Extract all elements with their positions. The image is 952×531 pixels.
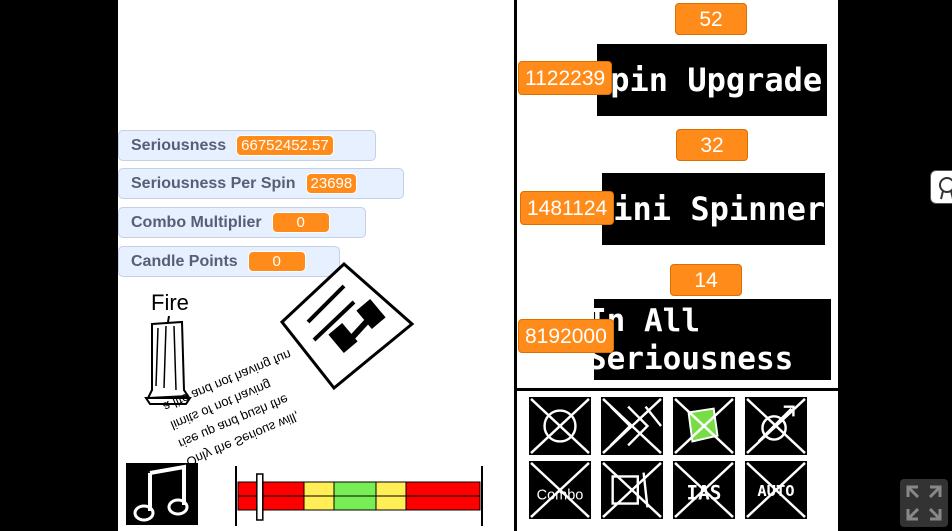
- upgrade-cost: 1122239: [518, 61, 613, 95]
- panel-divider: [516, 388, 838, 391]
- monitor-value: 23698: [305, 173, 358, 194]
- rocket-button[interactable]: [744, 396, 808, 456]
- rocket-icon: [746, 398, 806, 454]
- spin-upgrade-button[interactable]: Spin Upgrade: [597, 44, 827, 116]
- upgrade-count: 14: [670, 264, 742, 296]
- monitor-label: Combo Multiplier: [131, 213, 262, 231]
- portrait-icon: [602, 462, 662, 518]
- upgrade-cost: 8192000: [518, 319, 614, 353]
- monitor-value: 0: [271, 212, 330, 233]
- music-note-icon: [133, 464, 189, 522]
- fast-forward-icon: [602, 398, 662, 454]
- seriousness-per-spin-monitor: Seriousness Per Spin 23698: [118, 168, 404, 199]
- upgrade-name-line: Seriousness: [594, 341, 794, 377]
- timing-bar[interactable]: [234, 466, 484, 526]
- upgrade-name: Spin Upgrade: [597, 61, 823, 99]
- upgrade-count: 52: [675, 3, 747, 35]
- spinner-button[interactable]: [528, 396, 592, 456]
- fullscreen-icon: [906, 485, 942, 521]
- upgrade-name-line: In All: [594, 303, 700, 339]
- combo-multiplier-monitor: Combo Multiplier 0: [118, 207, 366, 238]
- panel-divider: [514, 0, 517, 531]
- portrait-button[interactable]: [600, 460, 664, 520]
- badge-button[interactable]: [930, 170, 952, 204]
- monitor-label: Candle Points: [131, 252, 238, 270]
- upgrade-count: 32: [676, 129, 748, 161]
- spinner-icon: [530, 398, 590, 454]
- auto-label: AUTO: [757, 482, 794, 500]
- monitor-label: Seriousness Per Spin: [131, 174, 296, 192]
- spinner-sprite[interactable]: [278, 262, 418, 392]
- candle-points-monitor: Candle Points 0: [118, 246, 340, 277]
- ias-button[interactable]: IAS: [672, 460, 736, 520]
- upgrade-name: Mini Spinner: [602, 190, 825, 228]
- combo-icon: Combo: [530, 462, 590, 518]
- ias-label: IAS: [687, 482, 722, 505]
- combo-label: Combo: [537, 488, 584, 504]
- ias-icon: IAS: [674, 462, 734, 518]
- auto-button[interactable]: AUTO: [744, 460, 808, 520]
- fast-forward-button[interactable]: [600, 396, 664, 456]
- auto-icon: AUTO: [746, 462, 806, 518]
- mini-spinner-button[interactable]: Mini Spinner: [602, 173, 825, 245]
- in-all-seriousness-button[interactable]: In All Seriousness: [594, 299, 831, 380]
- fullscreen-button[interactable]: [900, 479, 948, 527]
- monitor-value: 0: [247, 251, 306, 272]
- monitor-value: 66752452.57: [236, 135, 334, 156]
- green-flag-icon: [674, 398, 734, 454]
- candle-label: Fire: [151, 290, 189, 315]
- bar-marker[interactable]: [256, 473, 264, 521]
- music-button[interactable]: [126, 463, 198, 525]
- game-stage[interactable]: Seriousness 66752452.57 Seriousness Per …: [118, 0, 838, 531]
- upgrade-cost: 1481124: [520, 191, 615, 225]
- combo-button[interactable]: Combo: [528, 460, 592, 520]
- candle-icon[interactable]: [138, 316, 198, 408]
- seriousness-monitor: Seriousness 66752452.57: [118, 130, 376, 161]
- monitor-label: Seriousness: [131, 136, 227, 154]
- ribbon-icon: [939, 177, 952, 200]
- green-flag-button[interactable]: [672, 396, 736, 456]
